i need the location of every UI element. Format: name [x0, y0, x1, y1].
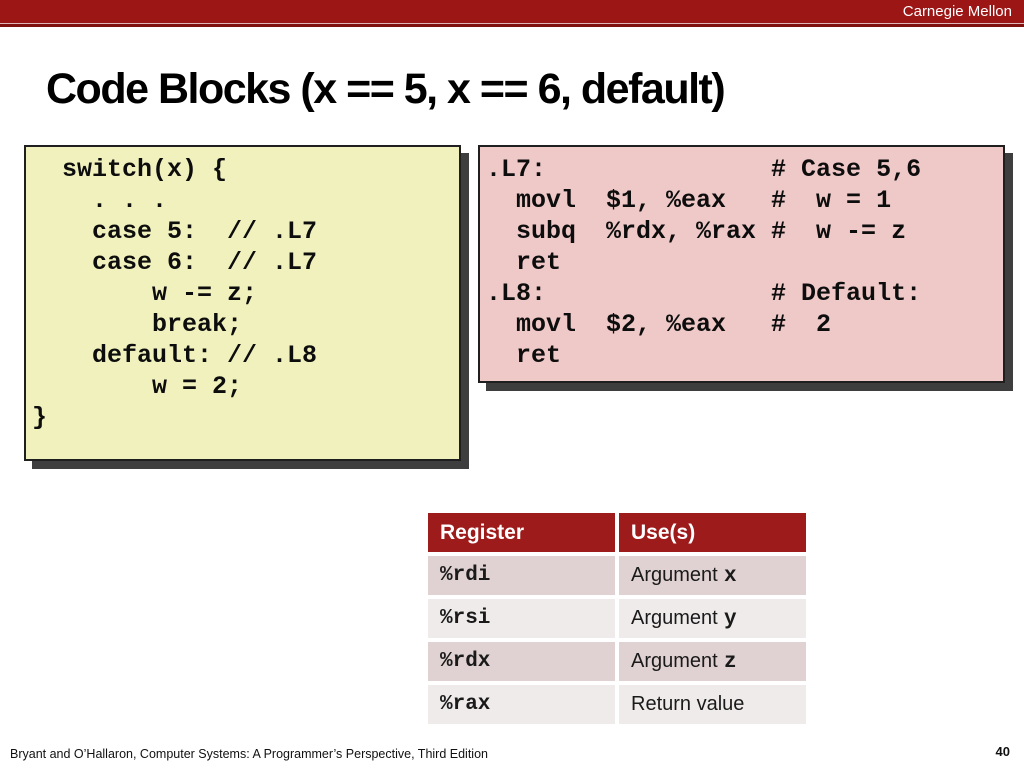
- register-use-rax: Return value: [619, 685, 806, 724]
- register-usage-table: Register Use(s) %rdi Argument x %rsi Argu…: [424, 509, 810, 728]
- register-name-rdi: %rdi: [428, 556, 615, 595]
- use-text: Argument: [631, 563, 718, 586]
- use-text: Return value: [631, 692, 745, 715]
- table-row-rax: %rax Return value: [428, 685, 806, 724]
- register-use-rdi: Argument x: [619, 556, 806, 595]
- register-use-rdx: Argument z: [619, 642, 806, 681]
- register-column-header: Register: [428, 513, 615, 552]
- use-variable: x: [724, 564, 737, 588]
- page-number: 40: [995, 744, 1010, 759]
- uses-column-header: Use(s): [619, 513, 806, 552]
- footer-citation: Bryant and O’Hallaron, Computer Systems:…: [10, 747, 488, 761]
- register-use-rsi: Argument y: [619, 599, 806, 638]
- banner-separator-dark: [0, 24, 1024, 27]
- register-usage-table-container: Register Use(s) %rdi Argument x %rsi Argu…: [424, 509, 810, 728]
- use-variable: z: [724, 650, 737, 674]
- use-variable: y: [724, 607, 737, 631]
- register-name-rdx: %rdx: [428, 642, 615, 681]
- top-banner: Carnegie Mellon: [0, 0, 1024, 23]
- slide-title: Code Blocks (x == 5, x == 6, default): [46, 65, 726, 113]
- register-name-rax: %rax: [428, 685, 615, 724]
- use-text: Argument: [631, 606, 718, 629]
- register-name-rsi: %rsi: [428, 599, 615, 638]
- carnegie-mellon-brand-text: Carnegie Mellon: [902, 3, 1012, 20]
- c-switch-code-block: switch(x) { . . . case 5: // .L7 case 6:…: [24, 145, 461, 461]
- table-header-row: Register Use(s): [428, 513, 806, 552]
- table-row-rdi: %rdi Argument x: [428, 556, 806, 595]
- banner-separator-light: [0, 23, 1024, 24]
- table-row-rdx: %rdx Argument z: [428, 642, 806, 681]
- table-row-rsi: %rsi Argument y: [428, 599, 806, 638]
- use-text: Argument: [631, 649, 718, 672]
- assembly-code-block: .L7: # Case 5,6 movl $1, %eax # w = 1 su…: [478, 145, 1005, 383]
